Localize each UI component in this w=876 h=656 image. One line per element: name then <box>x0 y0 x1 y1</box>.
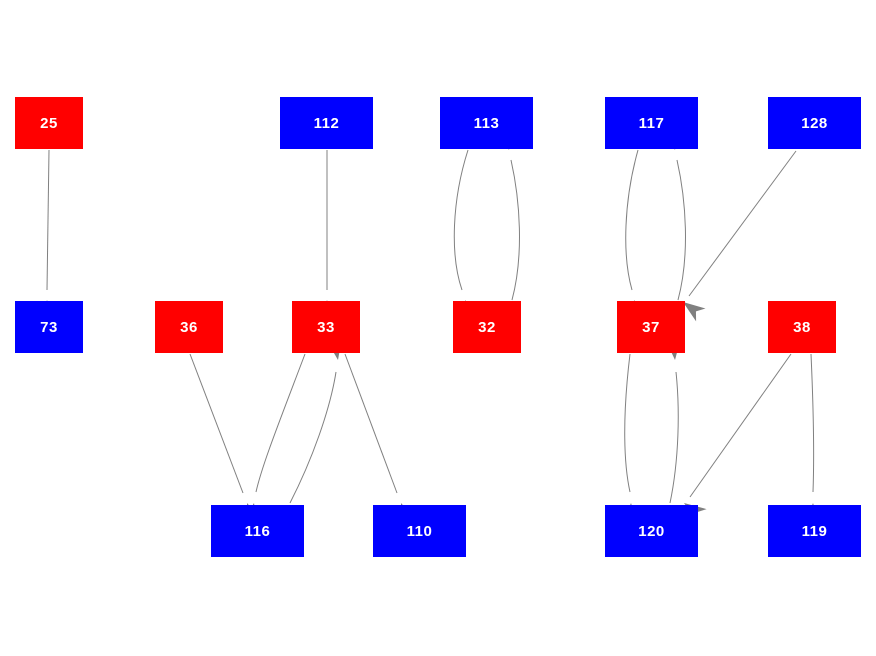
edge-37-to-117 <box>676 159 686 301</box>
graph-node-38[interactable]: 38 <box>768 301 836 353</box>
edge-33-to-116 <box>255 353 306 493</box>
graph-node-label: 32 <box>478 318 496 336</box>
edge-117-to-37 <box>625 149 639 291</box>
graph-node-label: 120 <box>638 522 665 540</box>
graph-node-37[interactable]: 37 <box>617 301 685 353</box>
graph-node-label: 110 <box>406 522 433 540</box>
graph-node-33[interactable]: 33 <box>292 301 360 353</box>
graph-node-label: 36 <box>180 318 198 336</box>
edge-33-to-110 <box>344 353 398 494</box>
graph-node-label: 119 <box>801 522 828 540</box>
edge-116-to-33 <box>289 371 337 504</box>
graph-node-label: 112 <box>313 114 340 132</box>
graph-node-label: 25 <box>40 114 58 132</box>
edge-120-to-37 <box>669 371 679 504</box>
graph-node-117[interactable]: 117 <box>605 97 698 149</box>
edge-37-to-120 <box>624 353 631 493</box>
graph-node-label: 37 <box>642 318 660 336</box>
graph-node-128[interactable]: 128 <box>768 97 861 149</box>
graph-node-label: 33 <box>317 318 335 336</box>
graph-node-label: 38 <box>793 318 811 336</box>
graph-node-25[interactable]: 25 <box>15 97 83 149</box>
graph-node-36[interactable]: 36 <box>155 301 223 353</box>
graph-node-label: 73 <box>40 318 58 336</box>
edge-128-to-37 <box>688 150 797 297</box>
graph-node-110[interactable]: 110 <box>373 505 466 557</box>
edge-38-to-119 <box>810 353 815 493</box>
edge-25-to-73 <box>46 149 50 291</box>
graph-node-112[interactable]: 112 <box>280 97 373 149</box>
graph-node-119[interactable]: 119 <box>768 505 861 557</box>
edge-113-to-32 <box>453 149 469 291</box>
graph-node-label: 117 <box>638 114 665 132</box>
graph-node-label: 128 <box>801 114 828 132</box>
edge-32-to-113 <box>510 159 520 301</box>
graph-node-113[interactable]: 113 <box>440 97 533 149</box>
graph-node-label: 113 <box>473 114 500 132</box>
graph-node-116[interactable]: 116 <box>211 505 304 557</box>
graph-node-32[interactable]: 32 <box>453 301 521 353</box>
graph-node-120[interactable]: 120 <box>605 505 698 557</box>
edge-36-to-116 <box>189 353 244 494</box>
graph-node-label: 116 <box>244 522 271 540</box>
graph-node-73[interactable]: 73 <box>15 301 83 353</box>
arrowhead-128-to-37 <box>683 302 706 322</box>
edge-38-to-120 <box>689 353 792 498</box>
